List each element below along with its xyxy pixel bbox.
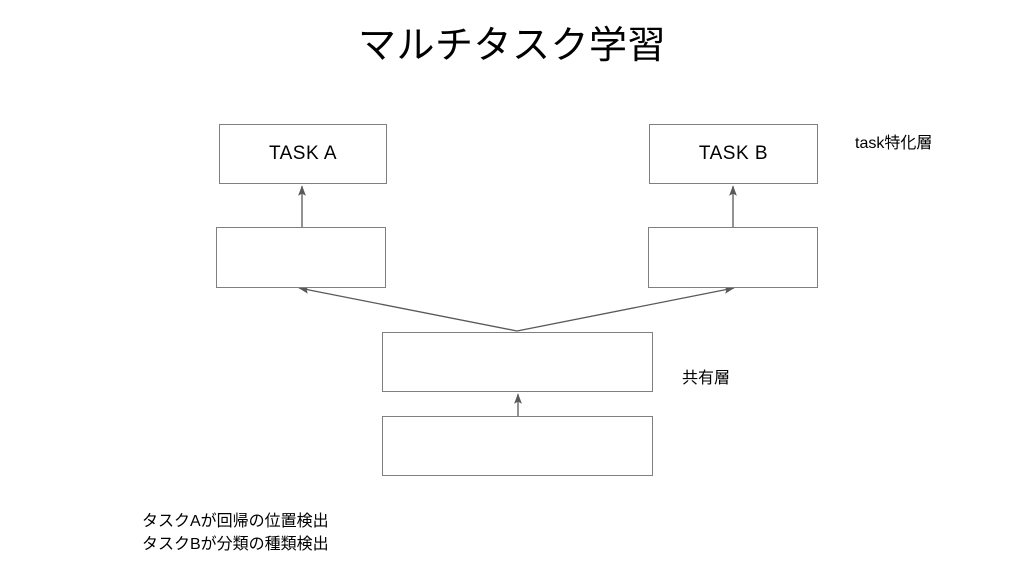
page-title: マルチタスク学習 <box>357 25 666 67</box>
node-box-task-b: TASK B <box>649 124 818 184</box>
arrow-shared-to-specific-b <box>516 286 735 332</box>
node-box-task-a: TASK A <box>219 124 387 184</box>
task-specific-layer-label: task特化層 <box>855 135 933 152</box>
node-label-task-a: TASK A <box>268 143 338 164</box>
node-box-specific-b <box>648 227 818 288</box>
node-box-shared-lower <box>382 416 653 476</box>
node-box-shared-upper <box>382 332 653 392</box>
note-line-1: タスクAが回帰の位置検出 <box>142 513 329 530</box>
shared-layer-label: 共有層 <box>682 370 731 387</box>
notes-block: タスクAが回帰の位置検出 タスクBが分類の種類検出 <box>142 510 329 556</box>
arrow-shared-to-specific-a <box>298 286 518 332</box>
node-label-task-b: TASK B <box>698 143 769 164</box>
note-line-2: タスクBが分類の種類検出 <box>142 536 329 553</box>
node-box-specific-a <box>216 227 386 288</box>
